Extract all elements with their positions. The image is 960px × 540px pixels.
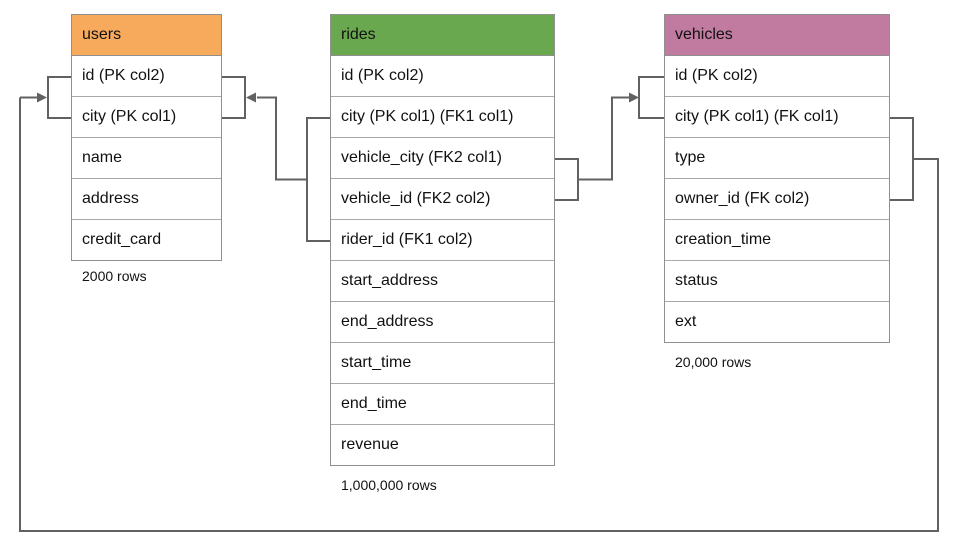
table-rides-column-revenue: revenue — [341, 436, 399, 453]
table-rides-column-vehicle-city: vehicle_city (FK2 col1) — [331, 138, 554, 179]
table-rides-column-city: city (PK col1) (FK1 col1) — [331, 97, 554, 138]
table-rides-header: rides — [331, 15, 554, 56]
table-vehicles-column-status: status — [665, 261, 889, 302]
rides-fk1-left-bracket — [306, 117, 330, 242]
loop-to-users-arrowhead — [37, 92, 47, 103]
table-users-column-address: address — [72, 179, 221, 220]
table-vehicles: vehicles id (PK col2) city (PK col1) (FK… — [664, 14, 890, 343]
table-vehicles-column-ext: ext — [675, 313, 697, 330]
users-pk-right-bracket — [220, 76, 246, 119]
table-rides-column-rider-id: rider_id (FK1 col2) — [331, 220, 554, 261]
vehicles-row-count: 20,000 rows — [675, 354, 752, 370]
table-users-column-name: name — [72, 138, 221, 179]
rides-fk2-right-bracket — [553, 158, 579, 201]
table-vehicles-column-owner-id: owner_id (FK col2) — [665, 179, 889, 220]
table-rides-column-id: id (PK col2) — [331, 56, 554, 97]
users-row-count: 2000 rows — [82, 268, 147, 284]
vehicles-fk-right-bracket — [889, 117, 914, 201]
table-vehicles-column-creation-time: creation_time — [665, 220, 889, 261]
table-vehicles-column-city: city (PK col1) (FK col1) — [665, 97, 889, 138]
table-users: users id (PK col2) city (PK col1) name a… — [71, 14, 222, 261]
vehicles-to-users-loop — [19, 97, 939, 532]
rides-row-count: 1,000,000 rows — [341, 477, 437, 493]
table-rides-column-start-time: start_time — [331, 343, 554, 384]
rides-fk1-to-users-line — [257, 96, 307, 181]
table-rides-column-start-address: start_address — [331, 261, 554, 302]
vehicles-pk-left-bracket — [638, 76, 664, 119]
rides-fk2-to-vehicles-line — [578, 96, 629, 181]
table-vehicles-column-id: id (PK col2) — [665, 56, 889, 97]
table-rides-column-end-address: end_address — [331, 302, 554, 343]
table-vehicles-header: vehicles — [665, 15, 889, 56]
users-pk-left-bracket — [47, 76, 71, 119]
table-users-column-credit-card: credit_card — [82, 231, 162, 248]
table-rides-column-end-time: end_time — [331, 384, 554, 425]
table-users-header: users — [72, 15, 221, 56]
table-rides: rides id (PK col2) city (PK col1) (FK1 c… — [330, 14, 555, 466]
table-users-column-id: id (PK col2) — [72, 56, 221, 97]
rides-fk2-arrowhead — [629, 92, 639, 103]
rides-fk1-arrowhead — [246, 92, 256, 103]
table-rides-column-vehicle-id: vehicle_id (FK2 col2) — [331, 179, 554, 220]
table-vehicles-column-type: type — [665, 138, 889, 179]
table-users-column-city: city (PK col1) — [72, 97, 221, 138]
